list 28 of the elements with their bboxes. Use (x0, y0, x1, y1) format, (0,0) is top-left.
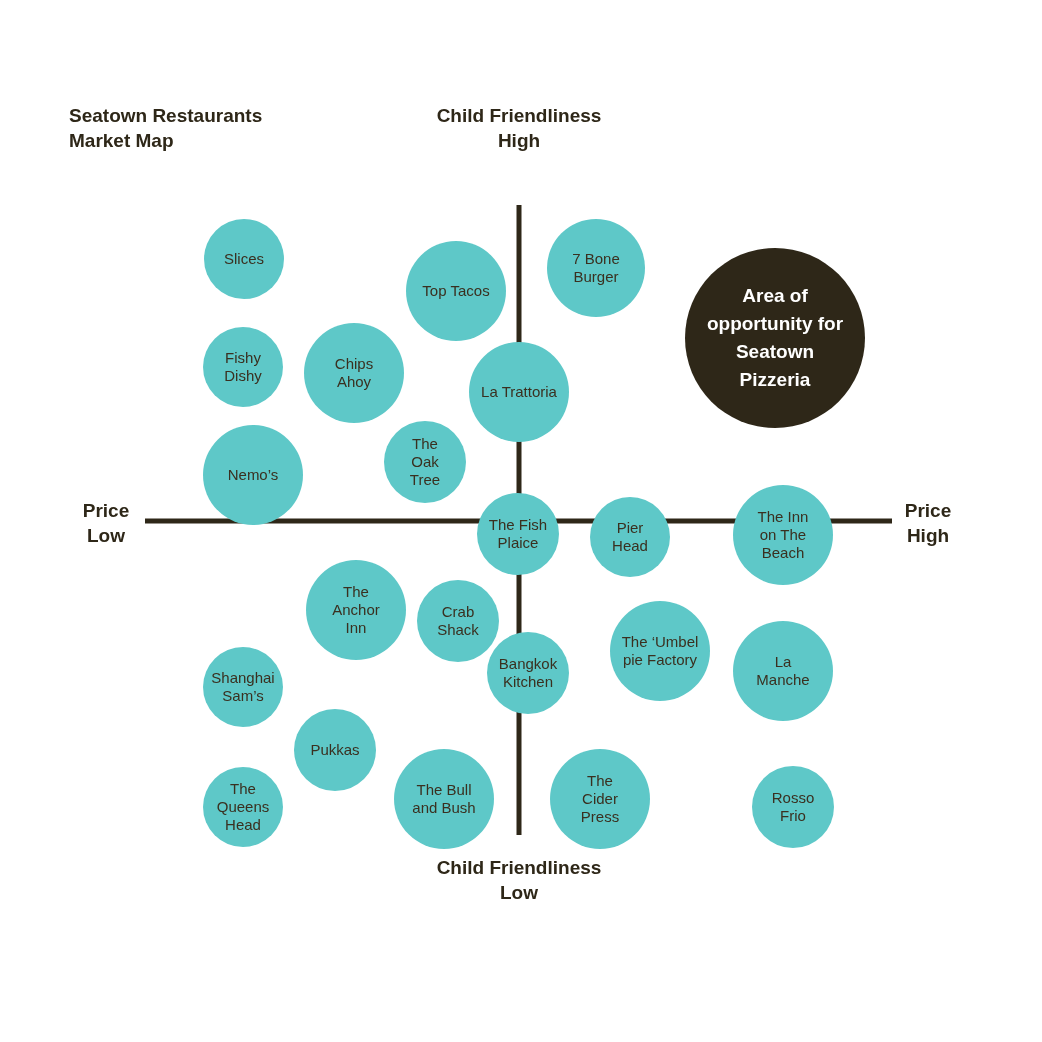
restaurant-circle: The Cider Press (550, 749, 650, 849)
restaurant-circle: The Anchor Inn (306, 560, 406, 660)
restaurant-circle: The Inn on The Beach (733, 485, 833, 585)
restaurant-circle: Shanghai Sam’s (203, 647, 283, 727)
restaurant-circle: 7 Bone Burger (547, 219, 645, 317)
restaurant-circle: Fishy Dishy (203, 327, 283, 407)
axis-label: Child Friendliness Low (435, 856, 603, 905)
restaurant-circle: Top Tacos (406, 241, 506, 341)
restaurant-circle: The Fish Plaice (477, 493, 559, 575)
axis-label: Child Friendliness High (435, 104, 603, 153)
restaurant-circle: Nemo’s (203, 425, 303, 525)
restaurant-circle: Crab Shack (417, 580, 499, 662)
axis-label: Price High (903, 499, 953, 548)
restaurant-circle: Pukkas (294, 709, 376, 791)
restaurant-circle: Pier Head (590, 497, 670, 577)
restaurant-circle: La Manche (733, 621, 833, 721)
restaurant-circle: The Bull and Bush (394, 749, 494, 849)
opportunity-circle: Area of opportunity for Seatown Pizzeria (685, 248, 865, 428)
map-title: Seatown Restaurants Market Map (69, 104, 264, 153)
restaurant-circle: Rosso Frio (752, 766, 834, 848)
restaurant-circle: The ‘Umbel pie Factory (610, 601, 710, 701)
restaurant-circle: The Queens Head (203, 767, 283, 847)
axis-label: Price Low (81, 499, 131, 548)
restaurant-circle: La Trattoria (469, 342, 569, 442)
restaurant-circle: The Oak Tree (384, 421, 466, 503)
restaurant-circle: Bangkok Kitchen (487, 632, 569, 714)
restaurant-circle: Chips Ahoy (304, 323, 404, 423)
restaurant-circle: Slices (204, 219, 284, 299)
